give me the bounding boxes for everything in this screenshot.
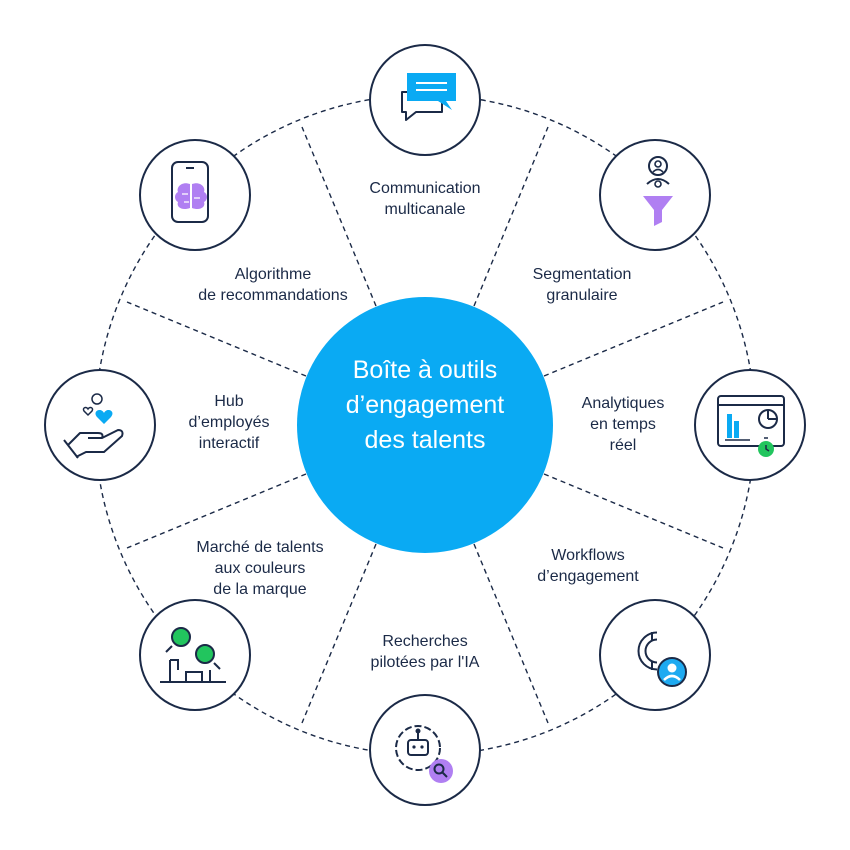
segment-label-line: granulaire — [546, 287, 618, 304]
segment-label-line: d’engagement — [537, 568, 639, 585]
segment-label-line: aux couleurs — [214, 560, 306, 577]
segment-label-talent-marketplace: Marché de talents aux couleurs de la mar… — [165, 537, 355, 600]
phone-brain-icon — [171, 161, 209, 223]
center-title-line-2: d’engagement — [345, 391, 505, 419]
segment-label-line: Communication — [369, 180, 481, 197]
segment-label-line: d’employés — [188, 414, 270, 431]
segment-label-workflows: Workflows d’engagement — [493, 545, 683, 587]
talent-marketplace-icon — [160, 627, 226, 683]
chat-bubbles-icon — [401, 73, 456, 121]
center-title-line-1: Boîte à outils — [352, 356, 498, 384]
segment-label-line: en temps — [590, 416, 656, 433]
central-hub-circle — [297, 297, 553, 553]
user-filter-funnel-icon — [643, 156, 673, 226]
hand-heart-icon — [63, 393, 124, 459]
dashboard-charts-icon — [717, 395, 785, 457]
segment-label-line: Workflows — [551, 547, 625, 564]
center-title-line-3: des talents — [364, 426, 486, 454]
segment-label-line: Analytiques — [581, 395, 665, 412]
segment-label-communication: Communication multicanale — [330, 178, 520, 220]
segment-label-segmentation: Segmentation granulaire — [487, 264, 677, 306]
segment-label-line: pilotées par l'IA — [370, 654, 480, 671]
segment-label-line: de recommandations — [198, 287, 348, 304]
segment-label-line: Hub — [214, 393, 244, 410]
segment-label-line: Algorithme — [234, 266, 312, 283]
center-title: Boîte à outils d’engagement des talents — [300, 353, 550, 458]
segment-label-line: multicanale — [384, 201, 466, 218]
segment-label-line: interactif — [198, 435, 260, 452]
segment-label-employee-hub: Hub d’employés interactif — [134, 391, 324, 454]
segment-label-analytics: Analytiques en temps réel — [528, 393, 718, 456]
segment-label-recommendations: Algorithme de recommandations — [178, 264, 368, 306]
magnet-user-icon — [637, 631, 687, 687]
segment-label-line: Segmentation — [532, 266, 632, 283]
segment-label-line: Marché de talents — [196, 539, 324, 556]
segment-label-line: Recherches — [382, 633, 468, 650]
segment-label-line: de la marque — [213, 581, 307, 598]
segment-label-line: réel — [609, 437, 637, 454]
robot-gear-search-icon — [395, 725, 453, 783]
segment-label-ai-searches: Recherches pilotées par l'IA — [330, 631, 520, 673]
